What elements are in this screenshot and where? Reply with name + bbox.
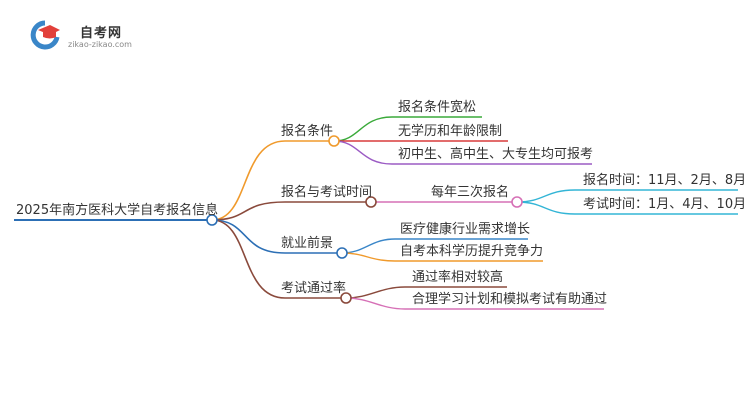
branch-1-child-1-label[interactable]: 报名条件宽松: [398, 100, 477, 115]
branch-1-child-2-label[interactable]: 无学历和年龄限制: [398, 124, 503, 139]
branch-4-child-2-line: [345, 297, 604, 310]
mindmap-root-label[interactable]: 2025年南方医科大学自考报名信息: [16, 203, 219, 218]
logo-brand-name: 自考网: [80, 26, 123, 41]
branch-4-curve: [211, 219, 346, 299]
branch-1-curve: [211, 140, 334, 221]
branch-4-node-circle: [340, 292, 352, 304]
branch-2-child-node-circle: [511, 196, 523, 208]
site-logo[interactable]: 自考网 zikao-zikao.com: [28, 18, 148, 58]
branch-3-child-2-line: [341, 252, 543, 262]
branch-4-label[interactable]: 考试通过率: [281, 281, 347, 296]
branch-4-child-1-label[interactable]: 通过率相对较高: [412, 270, 504, 285]
branch-1-node-circle: [328, 135, 340, 147]
branch-2-grandchild-1-label[interactable]: 报名时间：11月、2月、8月: [583, 173, 747, 188]
branch-3-child-1-label[interactable]: 医疗健康行业需求增长: [400, 222, 531, 237]
branch-2-grandchild-2-label[interactable]: 考试时间：1月、4月、10月: [583, 197, 747, 212]
branch-2-grandchild-1-line: [516, 189, 738, 203]
branch-4-child-2-label[interactable]: 合理学习计划和模拟考试有助通过: [412, 292, 608, 307]
branch-4-child-1-line: [345, 286, 507, 299]
branch-3-node-circle: [336, 247, 348, 259]
branch-1-child-3-line: [333, 140, 592, 165]
branch-2-curve: [211, 201, 371, 221]
branch-2-child-label[interactable]: 每年三次报名: [431, 185, 510, 200]
branch-2-label[interactable]: 报名与考试时间: [281, 185, 373, 200]
branch-2-grandchild-2-line: [516, 201, 738, 215]
branch-3-label[interactable]: 就业前景: [281, 236, 334, 251]
branch-3-child-1-line: [341, 238, 528, 254]
root-node-circle: [206, 214, 218, 226]
branch-1-child-1-line: [333, 116, 482, 142]
branch-2-node-circle: [365, 196, 377, 208]
branch-1-label[interactable]: 报名条件: [281, 124, 334, 139]
logo-domain: zikao-zikao.com: [68, 40, 132, 49]
logo-graduation-icon: [30, 20, 60, 50]
branch-3-child-2-label[interactable]: 自考本科学历提升竞争力: [400, 244, 544, 259]
branch-3-curve: [211, 219, 342, 254]
branch-1-child-3-label[interactable]: 初中生、高中生、大专生均可报考: [398, 147, 594, 162]
